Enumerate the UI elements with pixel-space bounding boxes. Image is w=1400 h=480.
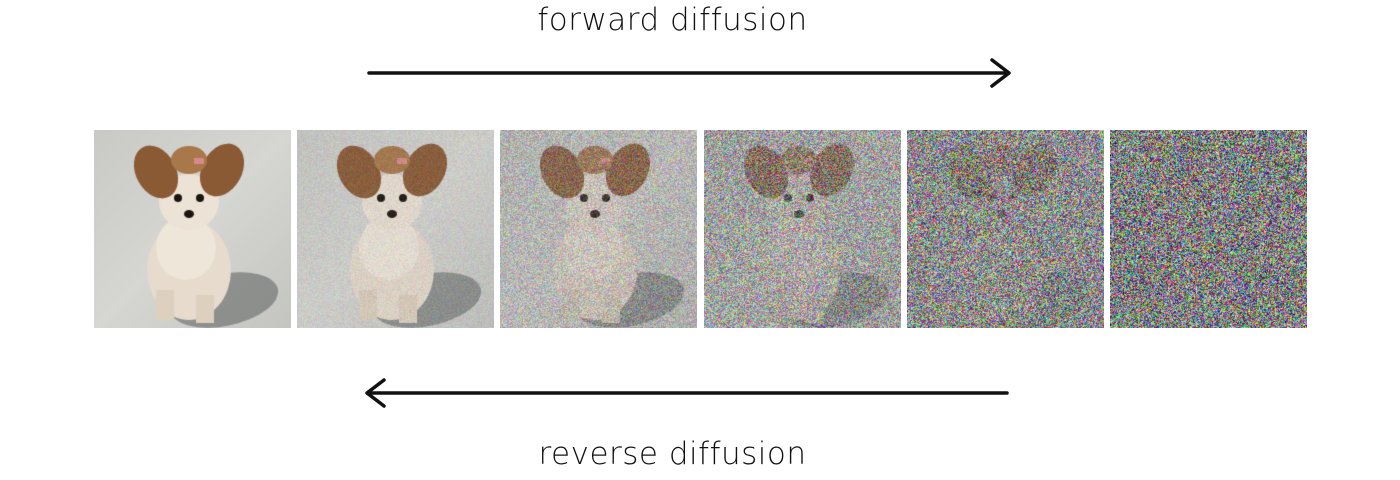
frame-3-light-noise — [500, 130, 697, 328]
frame-4-medium-noise — [704, 130, 901, 328]
reverse-arrow-head — [365, 378, 386, 408]
reverse-arrow — [365, 378, 1009, 408]
forward-arrow — [367, 58, 1011, 88]
frame-1-clean-image — [94, 130, 291, 328]
frame-2-slight-noise — [297, 130, 494, 328]
frame-6-pure-noise — [1110, 130, 1307, 328]
diffusion-frames — [94, 130, 1308, 328]
reverse-diffusion-label: reverse diffusion — [538, 436, 807, 472]
forward-diffusion-label: forward diffusion — [537, 2, 808, 38]
forward-arrow-head — [990, 58, 1011, 88]
frame-5-heavy-noise — [907, 130, 1104, 328]
